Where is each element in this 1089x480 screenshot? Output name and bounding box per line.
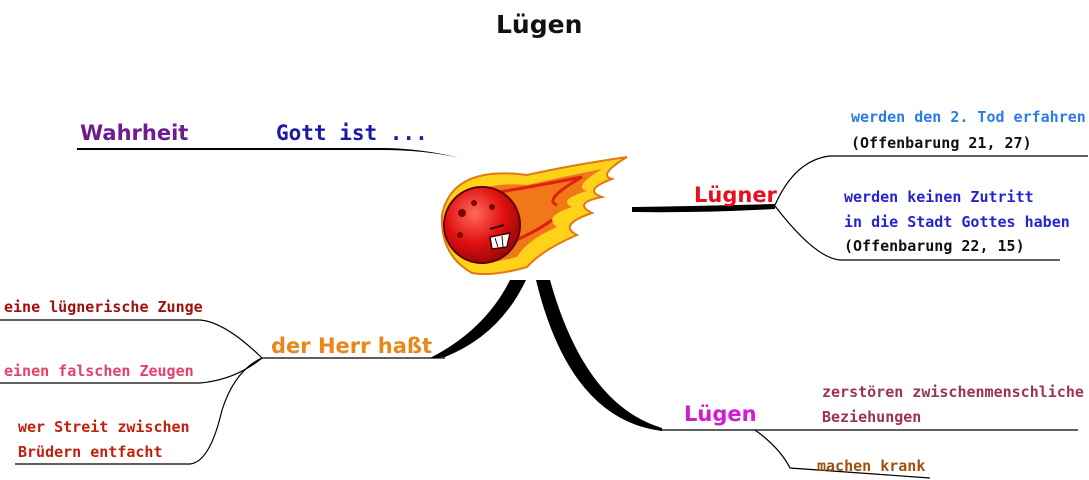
leaf-ref-21: (Offenbarung 21, 27) [851,134,1032,152]
node-gott-ist: Gott ist ... [276,121,428,145]
twig-streit [15,357,263,465]
branch-herr [430,280,526,358]
branch-luegen [536,280,662,431]
leaf-zunge: eine lügnerische Zunge [4,298,203,316]
leaf-krank: machen krank [817,457,926,475]
twig-krank [754,429,931,479]
twig-zutritt [774,205,1060,261]
twig-zunge [0,319,263,359]
leaf-zerstoeren-1: zerstören zwischenmenschliche [822,383,1084,401]
branch-gott [77,148,460,158]
node-luegner: Lügner [694,183,777,207]
twig-tod [774,155,1088,206]
branch-luegner [632,204,775,213]
leaf-zutritt-2: in die Stadt Gottes haben [844,213,1070,231]
twig-zeugen [0,357,263,384]
leaf-zerstoeren-2: Beziehungen [822,408,922,426]
leaf-tod: werden den 2. Tod erfahren [851,108,1086,126]
leaf-zutritt-1: werden keinen Zutritt [844,188,1034,206]
node-der-herr-hasst: der Herr haßt [271,334,433,358]
comet-icon [440,156,628,276]
page-title: Lügen [496,10,583,39]
leaf-streit-1: wer Streit zwischen [18,418,190,436]
leaf-ref-22: (Offenbarung 22, 15) [844,237,1025,255]
leaf-streit-2: Brüdern entfacht [18,443,163,461]
node-wahrheit: Wahrheit [80,121,189,145]
leaf-zeugen: einen falschen Zeugen [4,362,194,380]
node-luegen: Lügen [684,402,757,426]
